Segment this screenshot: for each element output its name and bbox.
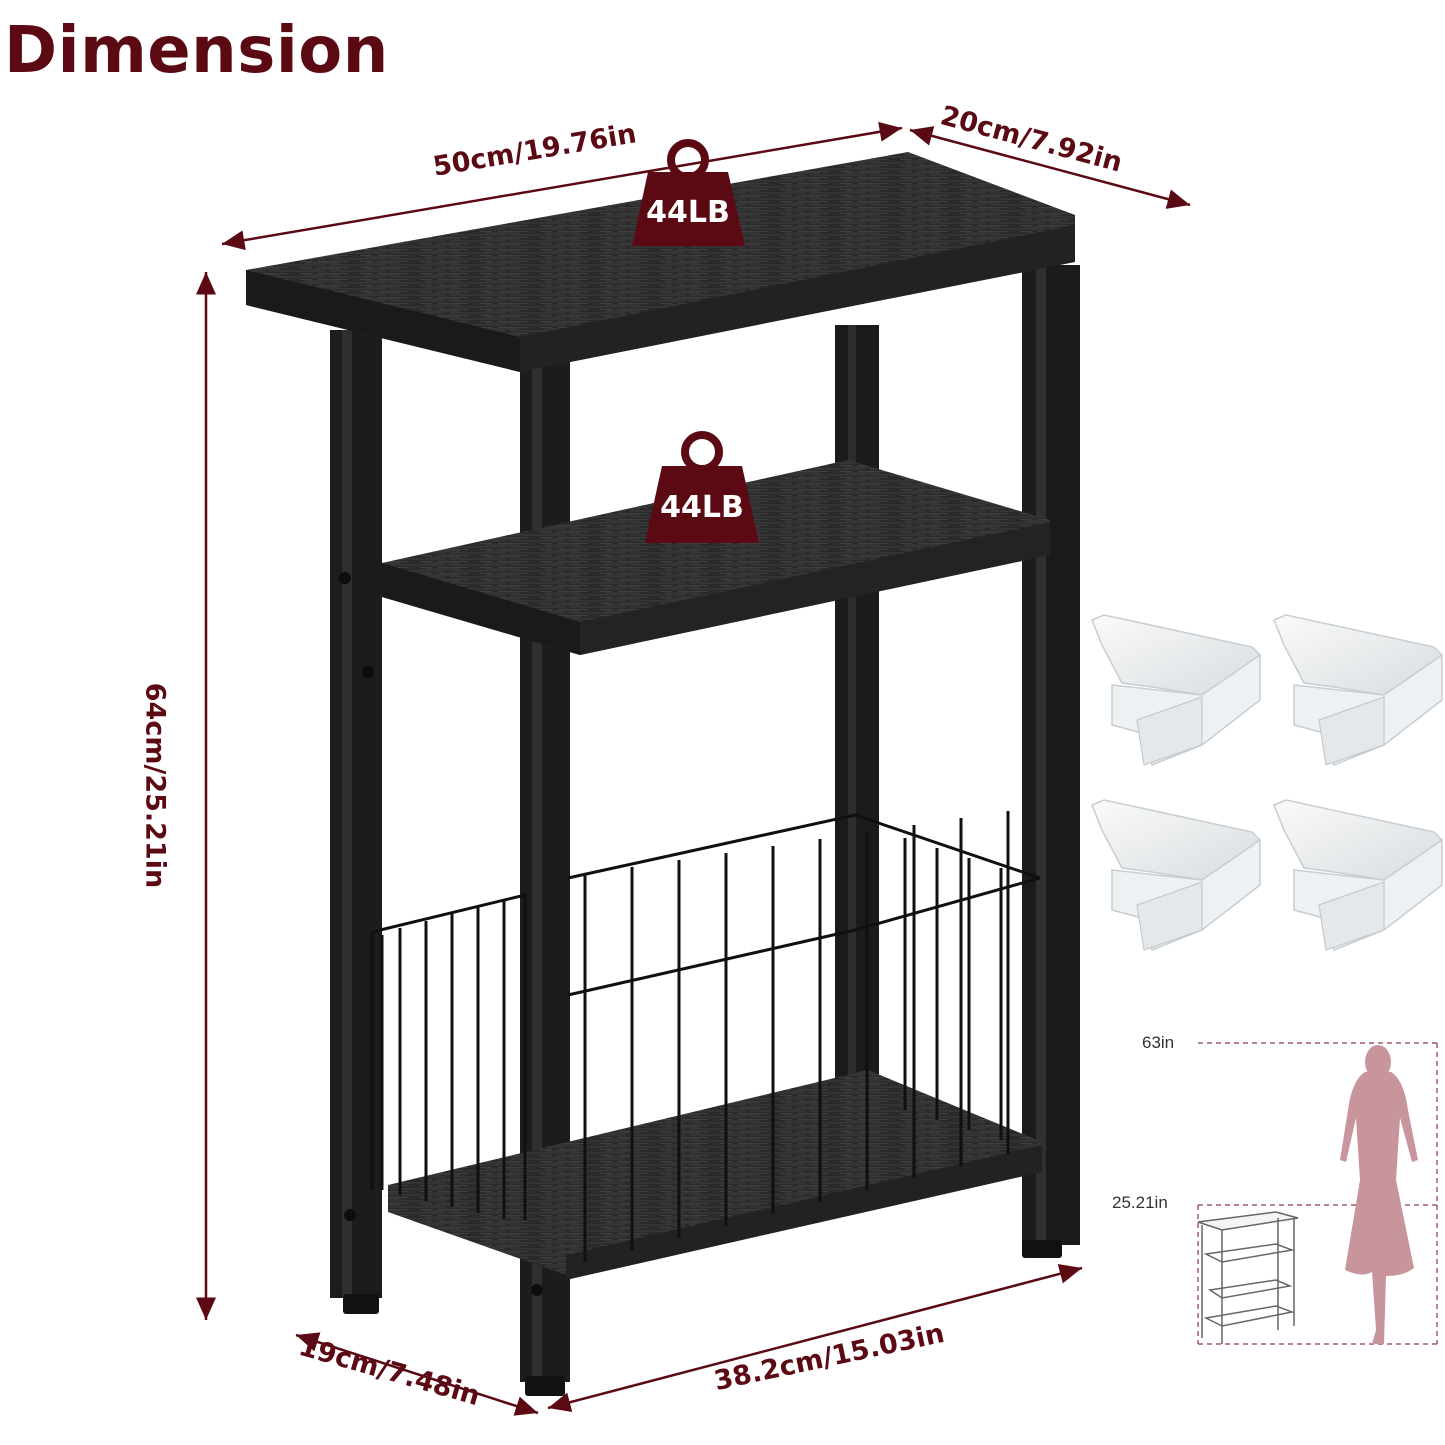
weight-icon-middle (645, 431, 759, 543)
table-back-legs (835, 265, 1080, 1258)
mini-table-icon (1197, 1211, 1299, 1344)
corner-protector-icon (1091, 799, 1262, 951)
weight-label-top: 44LB (646, 195, 730, 230)
corner-protector-icon (1273, 799, 1444, 951)
table-height-label: 25.21in (1112, 1193, 1168, 1212)
dimension-arrows (196, 121, 1191, 1416)
corner-protector-icons (1091, 614, 1444, 951)
height-comparison (1197, 1042, 1440, 1345)
wire-basket (370, 811, 1041, 1262)
corner-protector-icon (1273, 614, 1444, 766)
page-title: Dimension (4, 14, 389, 88)
middle-shelf (382, 460, 1050, 655)
bottom-shelf (388, 1070, 1042, 1280)
height-label: 64cm/25.21in (139, 682, 171, 889)
person-height-label: 63in (1142, 1033, 1175, 1052)
weight-icon-top (632, 139, 745, 246)
tabletop (246, 152, 1075, 372)
weight-label-middle: 44LB (660, 490, 744, 525)
person-silhouette-icon (1340, 1045, 1418, 1344)
corner-protector-icon (1091, 614, 1262, 766)
